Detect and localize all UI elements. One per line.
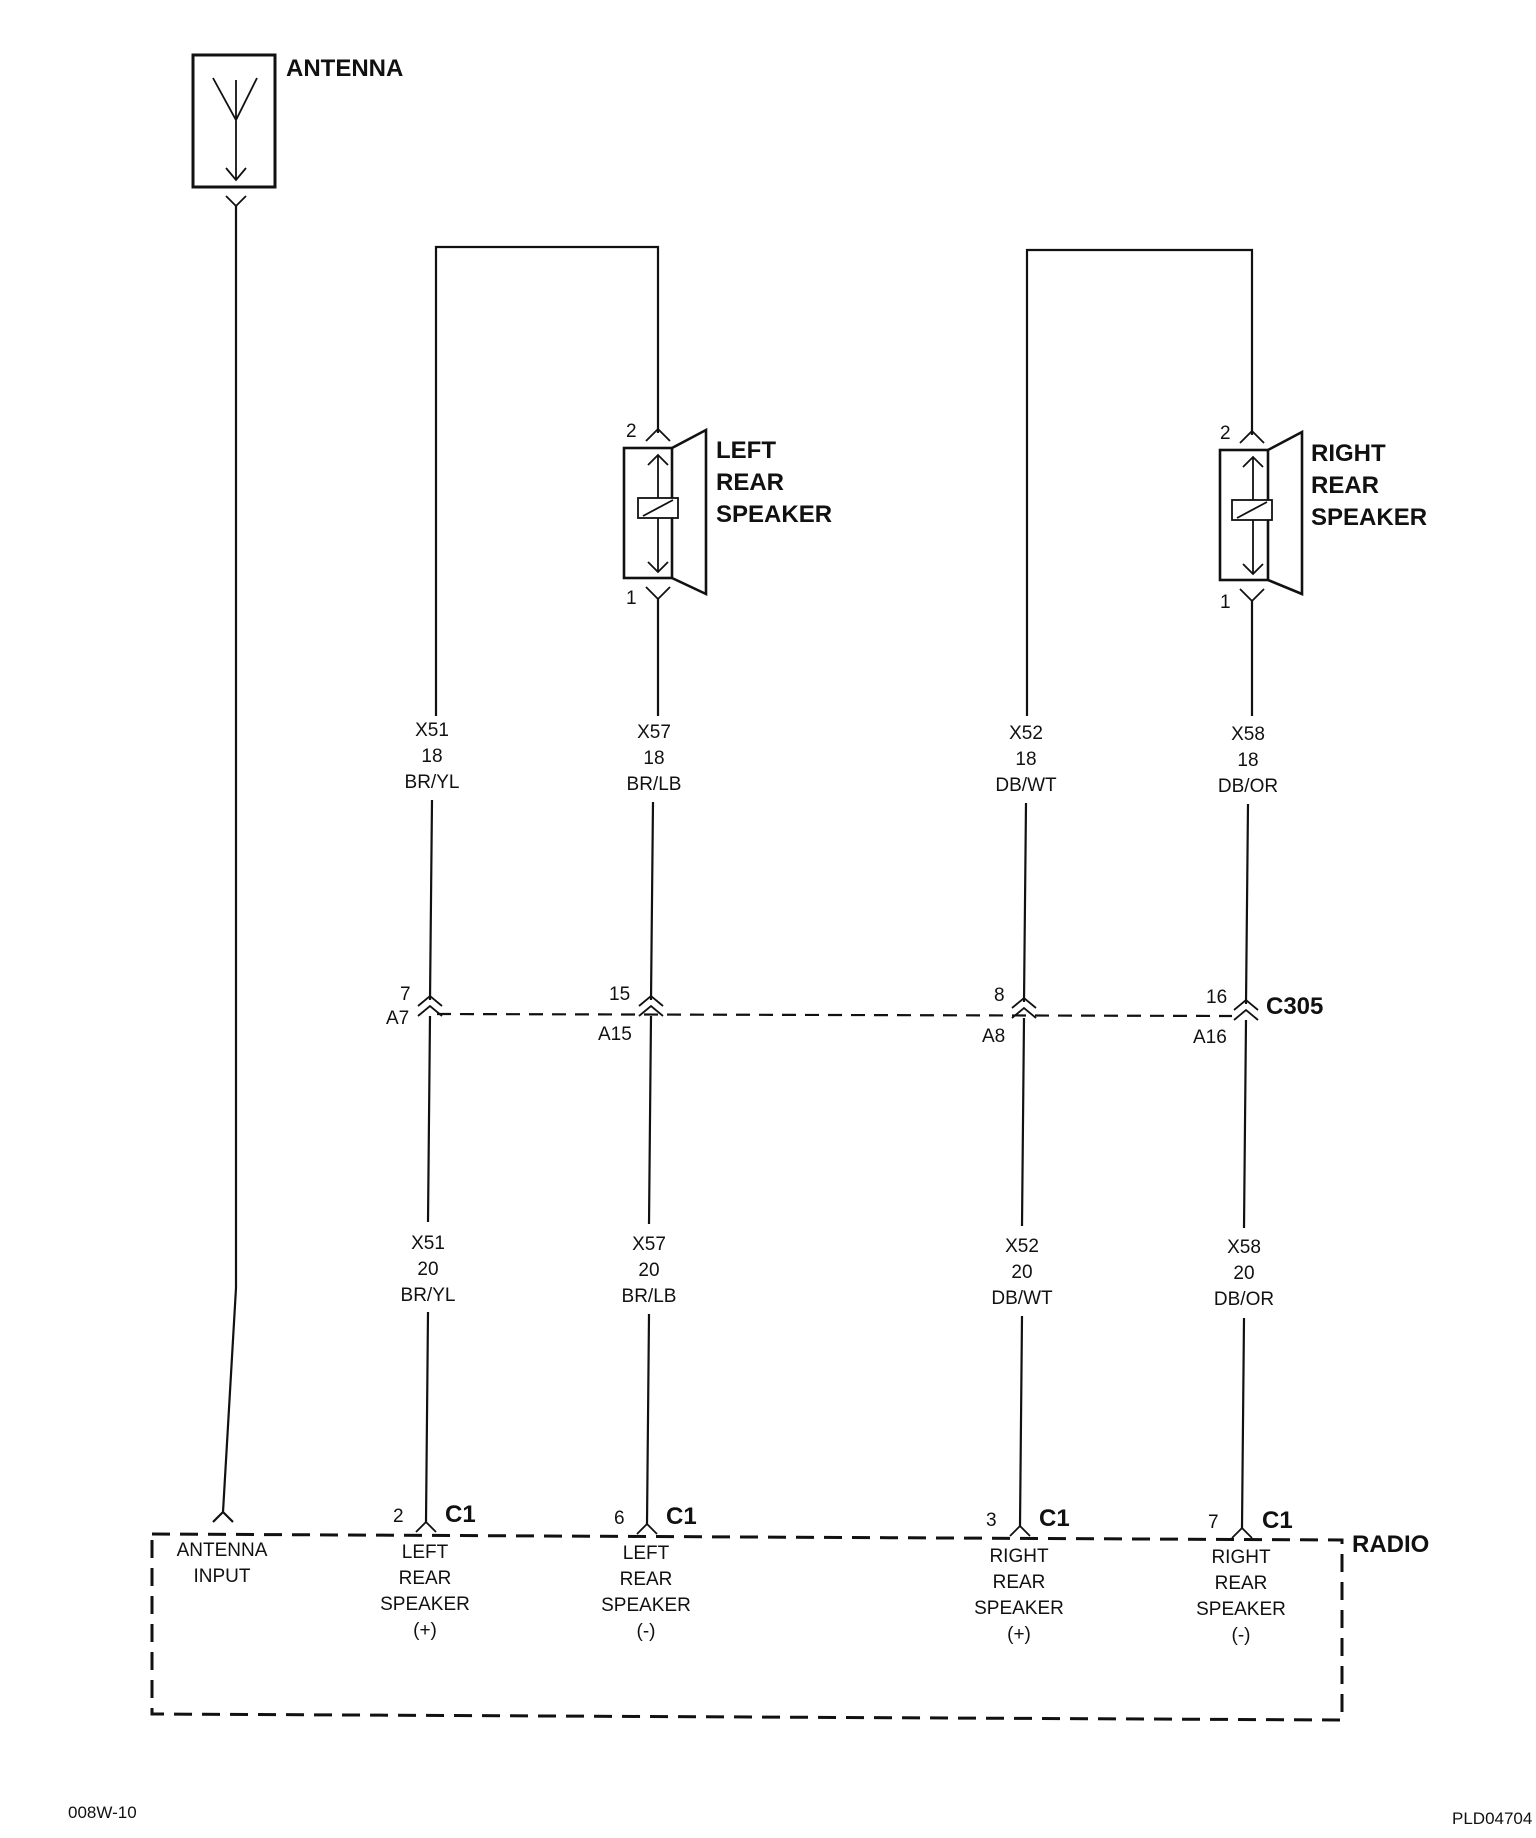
c305-cavity: A8	[982, 1026, 1005, 1047]
wire-label-gauge: 18	[421, 746, 442, 767]
wire-label-circuit: X52	[1009, 723, 1043, 744]
terminal-label: REAR	[1215, 1573, 1268, 1594]
wire-label-circuit: X57	[632, 1234, 666, 1255]
c1-connector-label: C1	[666, 1503, 697, 1530]
antenna-input-label: INPUT	[194, 1566, 251, 1587]
antenna-input-label: ANTENNA	[177, 1540, 268, 1561]
c305-cavity: A16	[1193, 1027, 1227, 1048]
wire-label-color: DB/WT	[991, 1288, 1053, 1309]
wire-label-gauge: 20	[417, 1259, 438, 1280]
wire-label-circuit: X58	[1231, 724, 1265, 745]
c1-connector-label: C1	[1262, 1507, 1293, 1534]
wire-label-circuit: X51	[415, 720, 449, 741]
wire-label-circuit: X57	[637, 722, 671, 743]
left-speaker-label-1: LEFT	[716, 437, 776, 464]
antenna: ANTENNA	[191, 53, 403, 208]
c1-pin: 6	[614, 1508, 625, 1529]
terminal-label: REAR	[399, 1568, 452, 1589]
wire-label-gauge: 18	[1237, 750, 1258, 771]
terminal-label: SPEAKER	[1196, 1599, 1286, 1620]
right-speaker-pin-top: 2	[1220, 423, 1231, 444]
right-speaker-label-1: RIGHT	[1311, 440, 1386, 467]
c305-cavity: A15	[598, 1024, 632, 1045]
wire-label-color: BR/YL	[401, 1285, 456, 1306]
lower-wire-labels: X51 20 BR/YL X57 20 BR/LB X52 20 DB/WT X…	[401, 1233, 1275, 1310]
c305-pin: 16	[1206, 987, 1227, 1008]
c1-connector-label: C1	[445, 1501, 476, 1528]
wire-label-color: BR/YL	[405, 772, 460, 793]
terminal-label: (+)	[413, 1620, 437, 1641]
c305-pin: 8	[994, 985, 1005, 1006]
wire-label-color: DB/OR	[1218, 776, 1278, 797]
right-speaker-label-3: SPEAKER	[1311, 504, 1427, 531]
left-speaker-label-2: REAR	[716, 469, 784, 496]
wire-label-circuit: X58	[1227, 1237, 1261, 1258]
c305-label: C305	[1266, 993, 1323, 1020]
c1-pin: 7	[1208, 1512, 1219, 1533]
right-speaker-circuit: 2 1 RIGHT REAR SPEAKER	[1025, 248, 1427, 716]
c305-pin: 7	[400, 984, 411, 1005]
antenna-label: ANTENNA	[286, 55, 403, 82]
right-speaker-pin-bottom: 1	[1220, 592, 1231, 613]
wire-label-gauge: 18	[643, 748, 664, 769]
connector-c305: 7 A7 15 A15 8 A8 16 A16 C305	[386, 984, 1323, 1048]
upper-wire-labels: X51 18 BR/YL X57 18 BR/LB X52 18 DB/WT X…	[405, 720, 1279, 797]
left-speaker-circuit: 2 1 LEFT REAR SPEAKER	[434, 245, 832, 716]
left-speaker-label-3: SPEAKER	[716, 501, 832, 528]
terminal-label: SPEAKER	[601, 1595, 691, 1616]
terminal-label: REAR	[620, 1569, 673, 1590]
terminal-label: SPEAKER	[974, 1598, 1064, 1619]
wire-label-gauge: 20	[638, 1260, 659, 1281]
wire-label-gauge: 20	[1011, 1262, 1032, 1283]
c1-connector-label: C1	[1039, 1505, 1070, 1532]
terminal-label: SPEAKER	[380, 1594, 470, 1615]
radio-module: RADIO ANTENNA INPUT LEFT REAR SPEAKER (+…	[150, 1501, 1429, 1722]
terminal-label: RIGHT	[989, 1546, 1049, 1567]
left-speaker-pin-bottom: 1	[626, 588, 637, 609]
wire-label-color: DB/WT	[995, 775, 1057, 796]
footer-left-code: 008W-10	[68, 1803, 137, 1822]
antenna-wire	[212, 206, 238, 1523]
wire-label-color: BR/LB	[622, 1286, 677, 1307]
terminal-label: RIGHT	[1211, 1547, 1271, 1568]
terminal-label: LEFT	[402, 1542, 449, 1563]
wire-label-gauge: 20	[1233, 1263, 1254, 1284]
right-speaker-label-2: REAR	[1311, 472, 1379, 499]
wire-label-circuit: X52	[1005, 1236, 1039, 1257]
wire-label-circuit: X51	[411, 1233, 445, 1254]
terminal-label: (-)	[1232, 1625, 1251, 1646]
wire-label-color: DB/OR	[1214, 1289, 1274, 1310]
wire-label-color: BR/LB	[627, 774, 682, 795]
left-speaker-pin-top: 2	[626, 421, 637, 442]
terminal-label: (-)	[637, 1621, 656, 1642]
c305-pin: 15	[609, 984, 630, 1005]
wire-label-gauge: 18	[1015, 749, 1036, 770]
terminal-label: (+)	[1007, 1624, 1031, 1645]
c1-pin: 3	[986, 1510, 997, 1531]
terminal-label: REAR	[993, 1572, 1046, 1593]
footer-right-code: PLD04704	[1452, 1809, 1532, 1828]
c1-pin: 2	[393, 1506, 404, 1527]
terminal-label: LEFT	[623, 1543, 670, 1564]
radio-label: RADIO	[1352, 1531, 1429, 1558]
c305-cavity: A7	[386, 1008, 409, 1029]
